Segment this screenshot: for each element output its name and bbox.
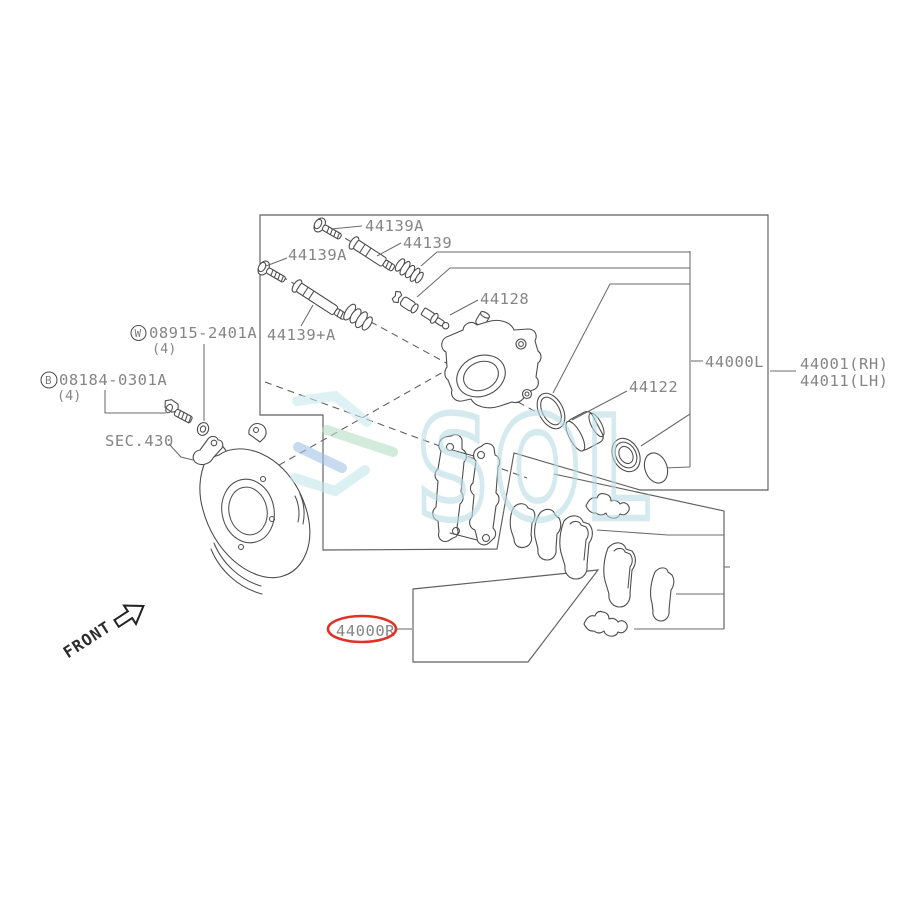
logo-chevron-2 xyxy=(290,465,370,497)
guide-bolt-upper-drawing xyxy=(313,217,342,240)
pad-shim-assembly-drawing xyxy=(559,515,593,580)
piston-cap-drawing xyxy=(643,452,669,484)
pad-kit-drawings xyxy=(509,492,675,637)
label-guide-bolt-lower: 44139A xyxy=(288,246,347,264)
pad-retainer-clip-bottom-drawing xyxy=(583,610,628,637)
front-label: FRONT xyxy=(60,617,115,662)
label-guide-pin-upper: 44139 xyxy=(403,234,452,252)
bushing-a-drawing xyxy=(394,258,424,284)
label-caliper-assy-right: 44000R xyxy=(336,622,395,640)
leader-bleeder xyxy=(449,299,479,316)
label-guide-bolt-upper: 44139A xyxy=(365,217,424,235)
label-plate-bolt-part: 08184-0301A xyxy=(59,371,167,389)
leader-piston-seal xyxy=(552,283,690,394)
leader-guide-bolt-lower xyxy=(265,257,288,267)
label-caliper-assy-left: 44000L xyxy=(705,353,764,371)
right-caliper-box xyxy=(412,569,600,663)
label-assy-rh: 44001(RH) xyxy=(800,355,889,373)
leader-pad-assy xyxy=(596,529,724,536)
outer-shim-drawing xyxy=(650,567,675,622)
parking-lever-drawing xyxy=(192,435,224,466)
piston-seal-drawing xyxy=(536,392,566,430)
leader-bushing-a xyxy=(420,251,690,267)
bushing-b-drawing xyxy=(391,290,419,314)
watermark-logo-icon xyxy=(290,390,398,497)
axis-diagonal-b xyxy=(257,366,453,478)
logo-bar-blue xyxy=(293,442,347,473)
watermark-text: SOL xyxy=(416,387,655,552)
label-bleeder: 44128 xyxy=(480,290,529,308)
plate-bolt-symbol-circle xyxy=(40,371,58,389)
caliper-group-box xyxy=(259,214,769,551)
leader-plate-bolt xyxy=(104,390,166,414)
label-piston: 44122 xyxy=(629,378,678,396)
watermark: SOL xyxy=(290,384,655,555)
bleeder-screw-drawing xyxy=(420,307,450,330)
guide-bolt-lower-drawing xyxy=(257,260,286,283)
logo-bar-green xyxy=(322,425,398,457)
pad-retainer-clip-top-drawing xyxy=(585,492,630,519)
leader-guide-bolt-upper xyxy=(330,225,363,230)
label-plate-bolt-qty: (4) xyxy=(57,388,81,404)
leader-guide-pin-upper xyxy=(376,242,402,257)
label-section-ref: SEC.430 xyxy=(105,432,174,450)
leader-dust-boot xyxy=(640,413,691,447)
front-arrow-icon xyxy=(113,604,145,629)
front-indicator: FRONT xyxy=(60,604,145,662)
washer-symbol: W xyxy=(135,327,142,340)
guide-pin-upper-drawing xyxy=(348,236,396,272)
plate-bolt-symbol: B xyxy=(45,374,52,387)
inner-pad-drawing xyxy=(534,508,562,561)
leader-section-ref xyxy=(168,443,194,461)
leader-guide-pin-lower xyxy=(300,304,314,327)
caliper-body-drawing xyxy=(441,311,542,409)
leader-piston xyxy=(571,390,628,421)
leader-bushing-b xyxy=(416,267,690,298)
dust-boot-drawing xyxy=(611,437,641,473)
washer-drawing xyxy=(196,422,210,436)
watermark-text-group: SOL xyxy=(413,384,655,555)
pad-kit-box xyxy=(553,473,725,629)
guide-pin-lower-drawing xyxy=(291,279,347,320)
part-drawings xyxy=(164,217,675,637)
logo-chevron-1 xyxy=(292,390,372,427)
plate-bolt-drawing xyxy=(164,399,193,424)
leader-cap xyxy=(663,466,691,469)
label-guide-pin-lower: 44139+A xyxy=(267,326,336,344)
label-washer-qty: (4) xyxy=(152,341,176,357)
piston-drawing xyxy=(565,410,605,452)
pin-boot-drawing xyxy=(343,303,373,331)
grouping-boxes xyxy=(259,214,769,663)
label-assy-lh: 44011(LH) xyxy=(800,372,889,390)
outer-pad-drawing xyxy=(603,542,636,608)
washer-symbol-circle xyxy=(130,324,147,342)
highlight-ellipse xyxy=(326,614,398,644)
torque-member-drawing xyxy=(432,434,501,546)
inner-shim-drawing xyxy=(509,503,536,549)
labels: 44139A 44139 44139A 44139+A 44128 W 0891… xyxy=(40,217,889,644)
label-washer-part: 08915-2401A xyxy=(149,324,257,342)
